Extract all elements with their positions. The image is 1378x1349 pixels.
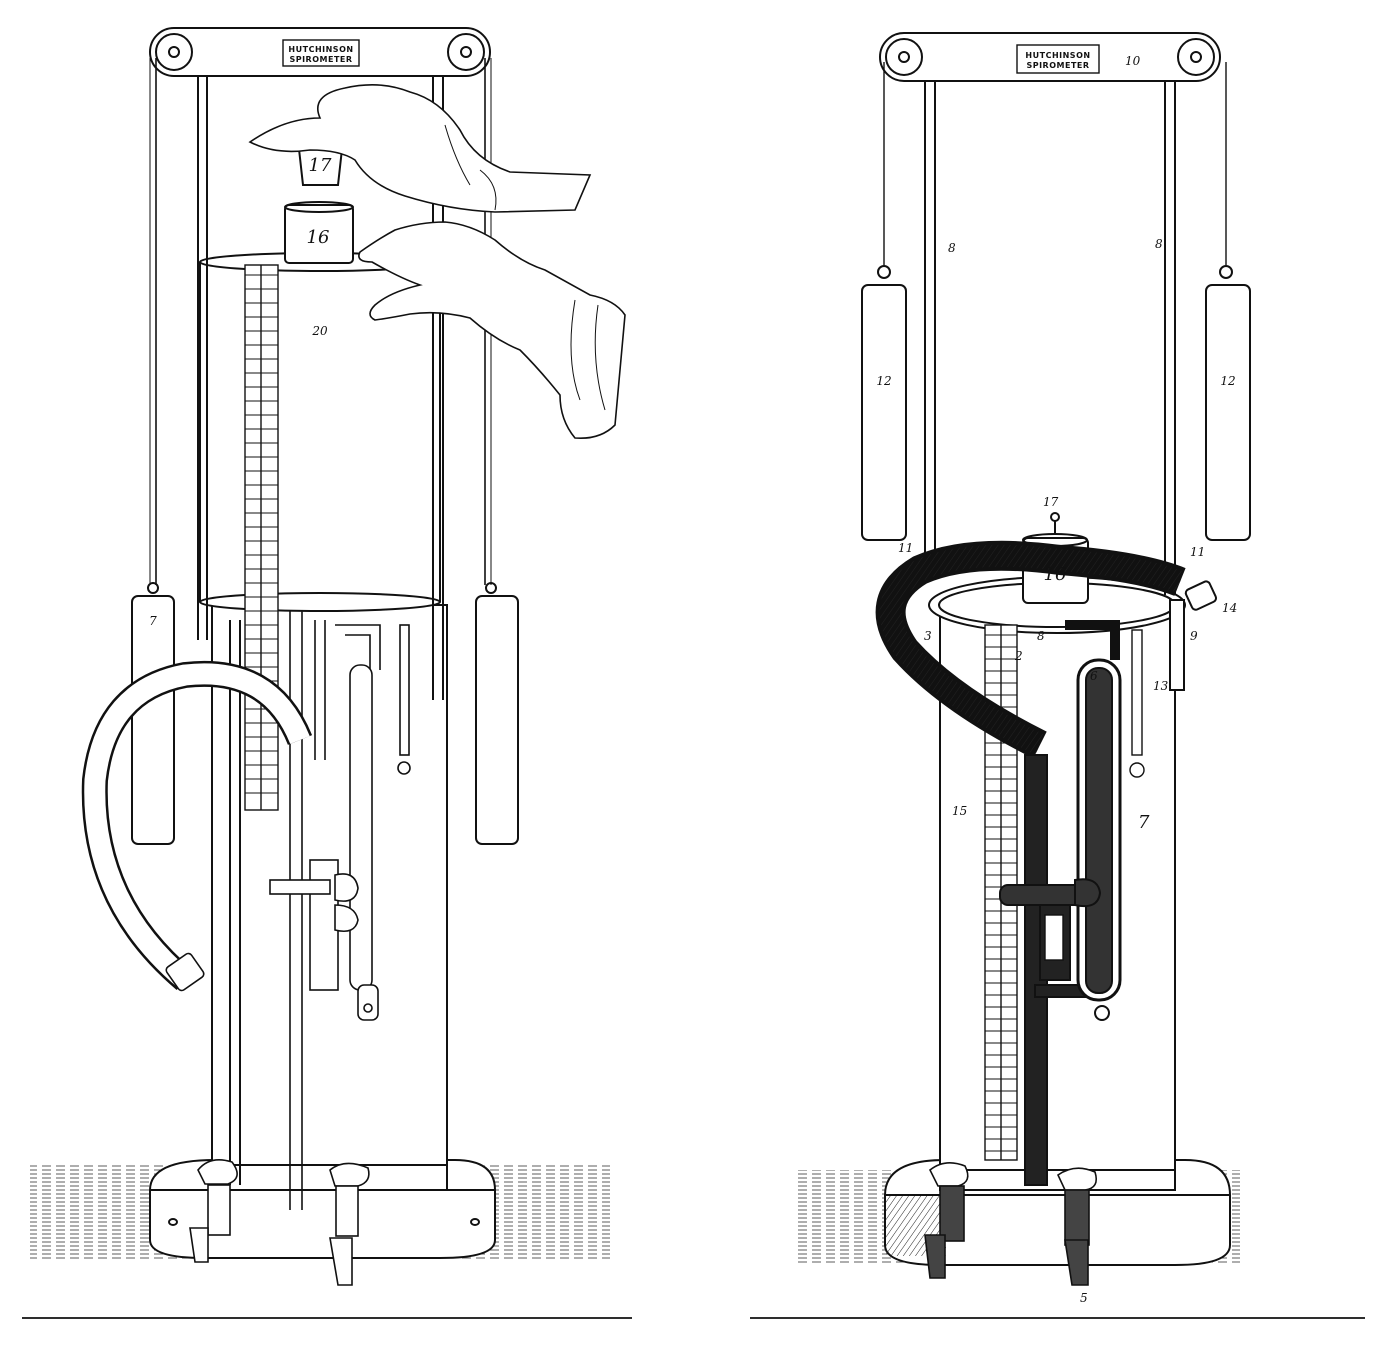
left-plate-line1: HUTCHINSON [288,45,353,54]
left-hand-holding-cup [248,84,592,213]
left-spirometer-figure [30,27,626,1286]
right-label-tube-lower: 7 [1138,812,1150,833]
right-label-ring-left: 11 [898,541,913,555]
right-label-tap: 5 [1080,1291,1088,1305]
right-label-rod-left: 8 [948,241,956,255]
right-spirometer-figure [795,32,1251,1286]
left-plate-line2: SPIROMETER [289,55,352,64]
right-label-weight-right: 12 [1220,374,1235,388]
right-label-inner-top: 8 [1037,629,1045,643]
left-label-cylinder: 20 [311,324,328,338]
left-tap-left [189,1159,238,1263]
right-tap-right [1056,1167,1098,1286]
right-label-nozzle: 14 [1222,601,1237,615]
right-label-stopper: 17 [1043,495,1059,509]
left-hand-on-bell [358,221,626,440]
right-label-weight-box: 16 [1044,564,1067,585]
left-weight-box [284,204,354,264]
left-graduated-scale [244,264,279,811]
right-label-thermometer: 13 [1153,679,1169,693]
right-label-inner-mark: 2 [1014,649,1023,663]
left-name-plate [282,39,360,67]
right-labels: HUTCHINSON SPIROMETER 10 8 8 12 12 17 16… [876,51,1237,1305]
right-plate-line1: HUTCHINSON [1025,51,1090,60]
right-label-frame: 10 [1125,54,1141,68]
right-label-weight-left: 12 [876,374,891,388]
right-label-guide: 9 [1190,629,1198,643]
right-label-tube-upper: 6 [1090,669,1098,683]
left-counterweight-right [475,582,519,845]
left-label-counterweight: 7 [149,614,157,628]
left-tap-right [329,1162,370,1286]
right-counterweight-right [1205,265,1251,541]
right-tap-left [924,1162,969,1279]
left-counterweight-left [131,582,175,845]
right-label-ring-right: 11 [1190,545,1205,559]
right-counterweight-left [861,265,907,541]
right-label-scale: 15 [952,804,967,818]
right-inner-pipes [999,620,1145,1186]
right-nozzle [1184,580,1218,611]
left-label-weight-box: 16 [307,227,330,248]
left-labels: HUTCHINSON SPIROMETER 17 16 20 7 [149,45,353,628]
right-label-rod-right: 8 [1155,237,1163,251]
left-label-cup: 17 [309,155,332,176]
right-plate-line2: SPIROMETER [1026,61,1089,70]
right-name-plate [1016,44,1100,74]
right-label-hose: 3 [924,629,932,643]
left-inner-pipes [269,610,411,1210]
